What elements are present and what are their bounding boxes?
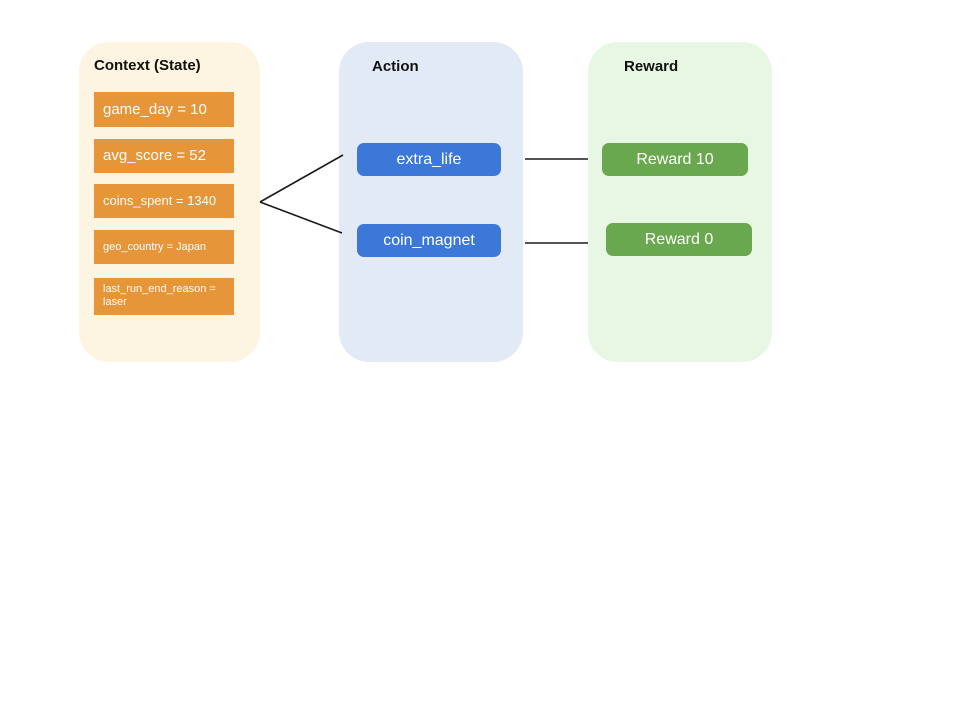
context-item-game-day: game_day = 10	[94, 92, 234, 127]
action-panel: Action	[339, 42, 523, 362]
reward-panel: Reward	[588, 42, 772, 362]
connector-context-to-extra-life	[259, 154, 344, 203]
reward-panel-title: Reward	[624, 58, 679, 75]
context-item-coins-spent: coins_spent = 1340	[94, 184, 234, 218]
context-item-geo-country: geo_country = Japan	[94, 230, 234, 264]
action-box-extra-life: extra_life	[357, 143, 501, 176]
action-box-coin-magnet: coin_magnet	[357, 224, 501, 257]
context-item-avg-score: avg_score = 52	[94, 139, 234, 173]
context-panel: Context (State) game_day = 10 avg_score …	[79, 42, 260, 362]
context-item-last-run-end-reason: last_run_end_reason = laser	[94, 278, 234, 315]
connector-context-to-coin-magnet	[259, 201, 343, 234]
context-panel-title: Context (State)	[94, 57, 201, 74]
action-panel-title: Action	[372, 58, 419, 75]
reward-box-10: Reward 10	[602, 143, 748, 176]
reward-box-0: Reward 0	[606, 223, 752, 256]
